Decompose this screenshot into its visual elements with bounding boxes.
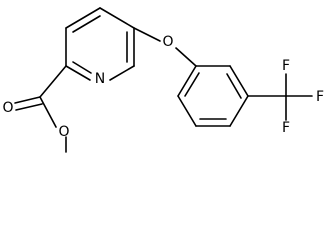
- bond-c2-carbonyl-c: [39, 65, 67, 98]
- atom-label-n-ring: N: [95, 71, 105, 87]
- phenyl-ring: [177, 65, 249, 127]
- atom-label-f-top: F: [282, 58, 290, 74]
- bond-carbonyl-c-o-ester: [39, 96, 57, 128]
- bond-o-ether-phenyl: [175, 47, 197, 67]
- bond-p3-p4: [229, 95, 249, 127]
- atom-label-o-carbonyl: O: [2, 100, 13, 116]
- bond-n-c2: [65, 65, 91, 81]
- pyridine-ring: [65, 7, 135, 81]
- methyl-ester-group: [14, 65, 67, 153]
- bond-n-c2-inner: [72, 61, 92, 74]
- bond-carbonyl-double-o-1: [14, 96, 41, 104]
- bond-p6-p1-inner: [184, 72, 200, 97]
- bond-p2-p3-inner: [226, 73, 242, 99]
- bond-c4-c5: [99, 7, 135, 29]
- atom-label-o-ether: O: [162, 34, 173, 50]
- trifluoromethyl-group: [247, 73, 313, 121]
- atom-label-f-right: F: [316, 89, 324, 105]
- bond-c3-c4: [65, 7, 101, 29]
- bond-p6-p1: [177, 65, 197, 97]
- bond-c6-n: [109, 65, 135, 81]
- bond-carbonyl-double-o-2: [15, 103, 43, 111]
- atom-label-f-bottom: F: [282, 120, 290, 136]
- atom-label-o-ester: O: [58, 124, 69, 140]
- bond-c6-o-ether: [133, 27, 161, 42]
- chemical-structure-diagram: N O O O F F F: [2, 7, 324, 153]
- bond-p5-p6: [177, 95, 197, 127]
- bond-p2-p3: [229, 65, 249, 97]
- ether-linkage: [133, 27, 197, 67]
- bond-c3-c4-inner: [72, 15, 101, 33]
